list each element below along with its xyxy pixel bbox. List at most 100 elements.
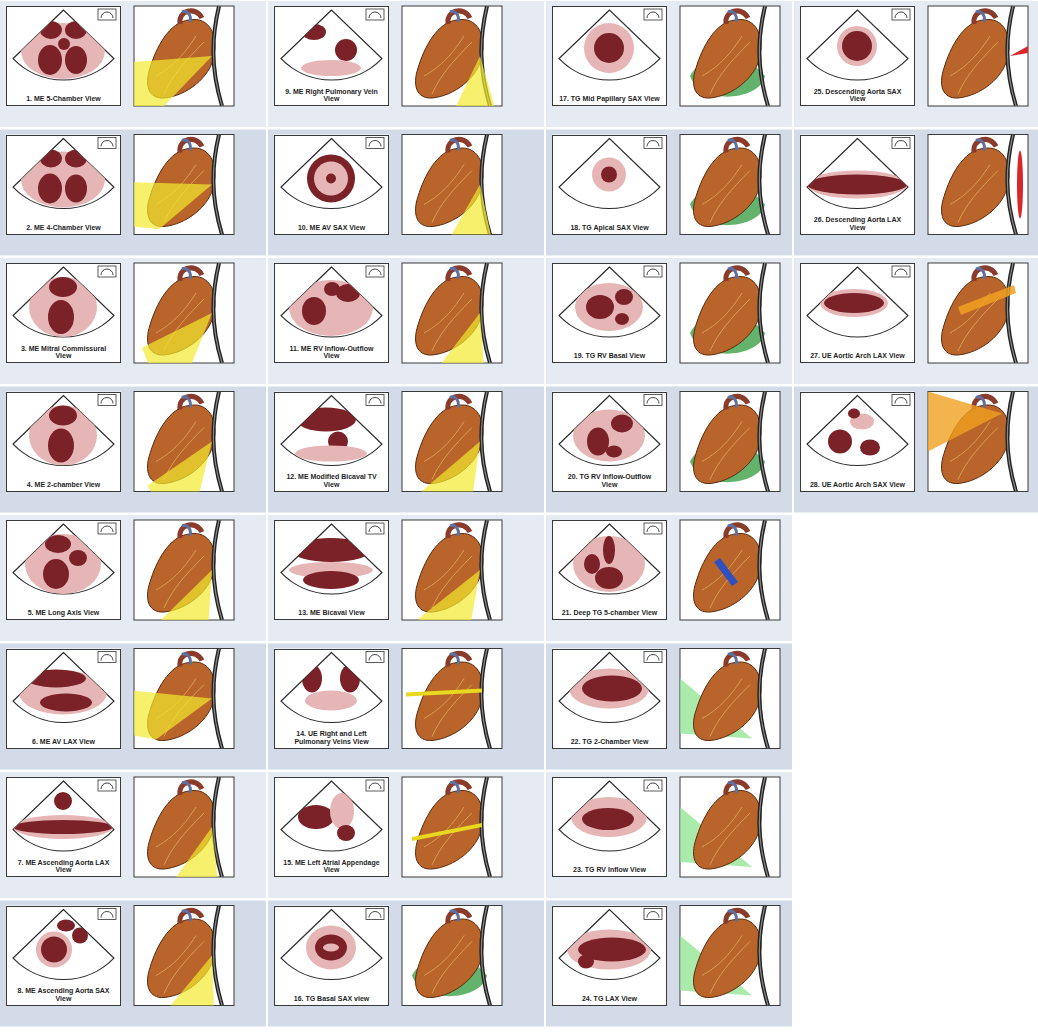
view-label: 14. UE Right and Left Pulmonary Veins Vi… (281, 730, 382, 745)
heart-illustration (928, 135, 1028, 235)
view-thumbnail: 27. UE Aortic Arch LAX View (800, 263, 915, 363)
view-label: 28. UE Aortic Arch SAX View (807, 481, 908, 489)
view-label: 21. Deep TG 5-chamber View (559, 609, 660, 617)
row-band (268, 515, 544, 641)
view-thumbnail: 13. ME Bicaval View (274, 520, 389, 620)
row-band (268, 644, 544, 770)
row-band (0, 387, 266, 513)
row-band (268, 130, 544, 256)
echo-sector (6, 135, 121, 235)
view-thumbnail: 16. TG Basal SAX view (274, 906, 389, 1006)
view-label: 24. TG LAX View (559, 995, 660, 1003)
view-thumbnail: 15. ME Left Atrial Appendage View (274, 777, 389, 877)
heart-illustration (680, 906, 780, 1006)
heart-illustration (402, 520, 508, 655)
heart-illustration (928, 6, 1028, 106)
echo-sector (274, 135, 389, 235)
echo-sector (552, 777, 667, 877)
row-band (268, 387, 544, 513)
view-thumbnail: 17. TG Mid Papillary SAX View (552, 6, 667, 106)
echo-sector (274, 6, 389, 106)
heart-illustration (402, 649, 502, 749)
echo-sector (800, 6, 915, 106)
echo-sector (274, 263, 389, 363)
view-label: 11. ME RV Inflow-Outflow View (281, 345, 382, 360)
echo-sector (274, 649, 389, 749)
row-band (268, 258, 544, 384)
row-band (794, 130, 1038, 256)
view-label: 4. ME 2-chamber View (13, 481, 114, 489)
view-thumbnail: 24. TG LAX View (552, 906, 667, 1006)
view-thumbnail: 1. ME 5-Chamber View (6, 6, 121, 106)
echo-sector (552, 520, 667, 620)
heart-illustration (680, 6, 780, 106)
echo-sector (552, 649, 667, 749)
echo-sector (6, 906, 121, 1006)
row-band (794, 258, 1038, 384)
view-label: 23. TG RV Inflow View (559, 866, 660, 874)
view-label: 6. ME AV LAX View (13, 738, 114, 746)
echo-sector (800, 135, 915, 235)
view-label: 18. TG Apical SAX View (559, 224, 660, 232)
view-label: 5. ME Long Axis View (13, 609, 114, 617)
row-band (794, 387, 1038, 513)
row-band (0, 258, 266, 384)
view-thumbnail: 6. ME AV LAX View (6, 649, 121, 749)
heart-illustration (402, 135, 521, 278)
row-band (0, 772, 266, 898)
echo-sector (274, 520, 389, 620)
heart-illustration (134, 263, 234, 389)
view-thumbnail: 2. ME 4-Chamber View (6, 135, 121, 235)
view-thumbnail: 25. Descending Aorta SAX View (800, 6, 915, 106)
view-thumbnail: 3. ME Mitral Commissural View (6, 263, 121, 363)
row-band (794, 1, 1038, 127)
heart-illustration (134, 520, 244, 658)
view-label: 10. ME AV SAX View (281, 224, 382, 232)
row-band (0, 515, 266, 641)
view-thumbnail: 10. ME AV SAX View (274, 135, 389, 235)
row-band (0, 644, 266, 770)
heart-illustration (680, 520, 780, 620)
heart-illustration (680, 392, 780, 492)
echo-sector (6, 520, 121, 620)
view-label: 8. ME Ascending Aorta SAX View (13, 987, 114, 1002)
view-label: 16. TG Basal SAX view (281, 995, 382, 1003)
heart-illustration (402, 6, 523, 149)
echo-sector (552, 135, 667, 235)
view-thumbnail: 9. ME Right Pulmonary Vein View (274, 6, 389, 106)
view-label: 19. TG RV Basal View (559, 352, 660, 360)
row-band (546, 515, 792, 641)
view-thumbnail: 20. TG RV Inflow-Outflow View (552, 392, 667, 492)
view-thumbnail: 19. TG RV Basal View (552, 263, 667, 363)
view-thumbnail: 23. TG RV Inflow View (552, 777, 667, 877)
echo-sector (6, 6, 121, 106)
view-thumbnail: 7. ME Ascending Aorta LAX View (6, 777, 121, 877)
echo-sector (6, 263, 121, 363)
echo-sector (274, 392, 389, 492)
view-thumbnail: 12. ME Modified Bicaval TV View (274, 392, 389, 492)
view-label: 20. TG RV Inflow-Outflow View (559, 473, 660, 488)
row-band (546, 644, 792, 770)
heart-illustration (680, 135, 780, 235)
view-label: 25. Descending Aorta SAX View (807, 88, 908, 103)
row-band (546, 901, 792, 1027)
echo-sector (800, 263, 915, 363)
row-band (546, 130, 792, 256)
row-band (268, 901, 544, 1027)
heart-illustration (134, 777, 250, 919)
view-label: 3. ME Mitral Commissural View (13, 345, 114, 360)
view-label: 15. ME Left Atrial Appendage View (281, 859, 382, 874)
row-band (268, 1, 544, 127)
view-thumbnail: 5. ME Long Axis View (6, 520, 121, 620)
heart-illustration (402, 906, 502, 1006)
echo-sector (800, 392, 915, 492)
view-thumbnail: 28. UE Aortic Arch SAX View (800, 392, 915, 492)
heart-illustration (402, 263, 517, 404)
heart-illustration (134, 6, 234, 106)
heart-illustration (134, 392, 237, 524)
heart-illustration (129, 135, 234, 235)
view-label: 17. TG Mid Papillary SAX View (559, 95, 660, 103)
view-thumbnail: 8. ME Ascending Aorta SAX View (6, 906, 121, 1006)
view-label: 7. ME Ascending Aorta LAX View (13, 859, 114, 874)
